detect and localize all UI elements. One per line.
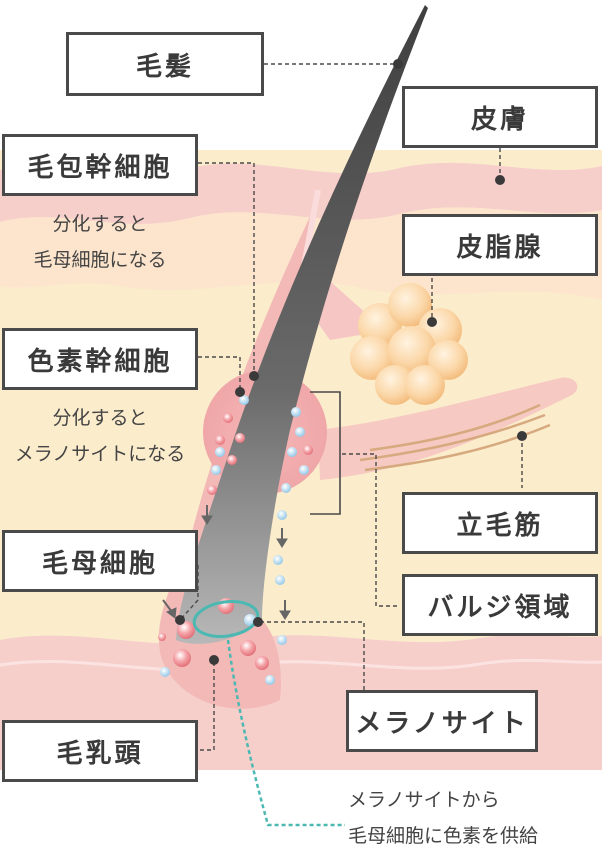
label-sebaceous-gland: 皮脂腺	[402, 214, 598, 276]
bulge-bracket	[310, 391, 341, 515]
label-arrector-pili-muscle: 立毛筋	[402, 492, 598, 554]
lower-skin-line	[0, 658, 602, 672]
label-dermal-papilla: 毛乳頭	[2, 720, 198, 782]
label-pigment-stem-cell: 色素幹細胞	[2, 328, 198, 390]
melanocytes	[160, 395, 309, 685]
progenitor-cells	[158, 413, 313, 670]
label-melanocyte: メラノサイト	[346, 690, 538, 752]
supply-leader	[226, 639, 345, 827]
label-hair: 毛髪	[66, 32, 264, 96]
label-hair-follicle-stem-cell: 毛包幹細胞	[2, 134, 198, 196]
stem-cell-note-line-1: 分化すると	[52, 213, 148, 235]
pigment-note-line-2: メラノサイトになる	[14, 443, 186, 465]
pigment-note-line-1: 分化すると	[52, 407, 148, 429]
melanocyte-ring	[192, 600, 260, 638]
migration-arrows	[162, 505, 291, 620]
leader-dots	[175, 59, 527, 665]
label-skin: 皮膚	[402, 86, 598, 148]
stem-cell-note-line-2: 毛母細胞になる	[33, 249, 167, 271]
supply-note-line-1: メラノサイトから	[348, 789, 500, 811]
sebaceous-gland	[350, 283, 468, 405]
supply-note: メラノサイトから 毛母細胞に色素を供給	[348, 782, 600, 854]
label-bulge-region: バルジ領域	[402, 574, 598, 636]
label-hair-matrix-cell: 毛母細胞	[2, 530, 198, 592]
leader-lines	[179, 63, 523, 751]
pigment-note: 分化すると メラノサイトになる	[2, 400, 198, 472]
supply-note-line-2: 毛母細胞に色素を供給	[348, 825, 539, 847]
arrector-pili-muscle	[318, 377, 578, 480]
stem-cell-note: 分化すると 毛母細胞になる	[6, 206, 194, 278]
muscle-fibers	[359, 403, 551, 472]
hair-shaft	[176, 5, 428, 644]
